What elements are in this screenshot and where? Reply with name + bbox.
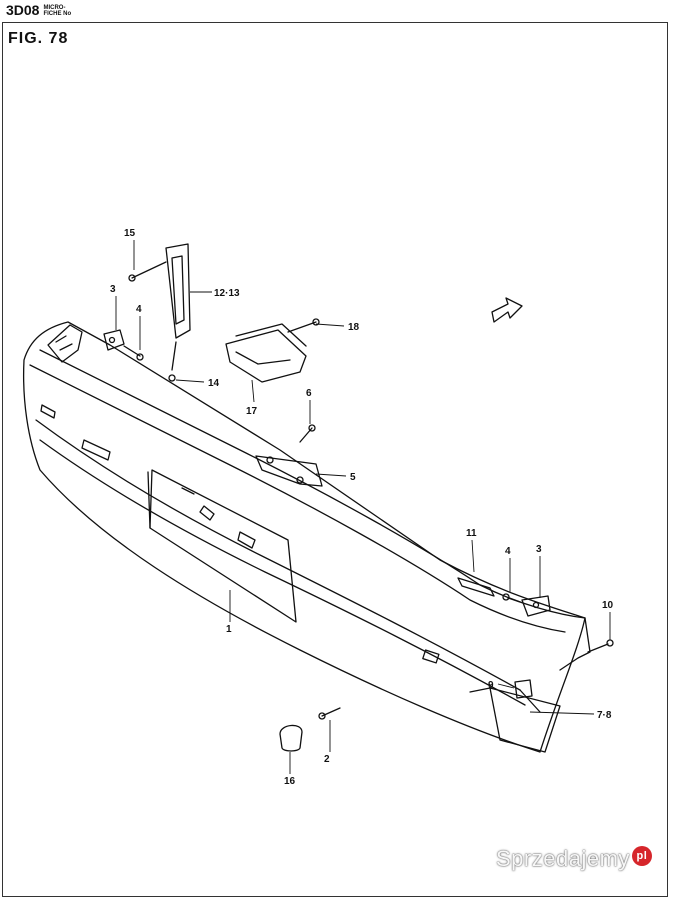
callout-1: 1 (226, 624, 232, 635)
slot-small (40, 404, 56, 419)
bolt-part4-lower (507, 597, 521, 603)
callout-4-lower: 4 (505, 546, 511, 557)
callout-labels: 15 12·13 3 4 18 14 17 6 5 11 4 3 10 1 9 … (110, 228, 614, 787)
bolt-part10 (587, 643, 609, 653)
bolt-part15 (131, 261, 167, 279)
bolt-part18 (287, 321, 317, 333)
bumper-top-edge (39, 349, 586, 619)
callout-3-upper: 3 (110, 284, 116, 295)
callout-18: 18 (348, 322, 360, 333)
callout-12-13: 12·13 (214, 288, 240, 299)
stay-part12-13 (165, 243, 191, 339)
callout-9: 9 (488, 680, 494, 691)
callout-10: 10 (602, 600, 614, 611)
micro-line2: FICHE No (43, 11, 72, 17)
callout-6: 6 (306, 388, 312, 399)
slot-left (81, 439, 111, 461)
callout-11: 11 (466, 528, 477, 539)
figure-title: FIG. 78 (8, 30, 69, 47)
callout-14: 14 (208, 378, 220, 389)
bracket-part3-upper (103, 329, 125, 351)
watermark-badge: pl (631, 846, 652, 866)
right-end-piece (489, 687, 561, 753)
microfiche-label: MICRO- FICHE No (43, 5, 71, 17)
bumper-outline (23, 321, 586, 753)
callout-7-8: 7·8 (597, 710, 612, 721)
callout-2: 2 (324, 754, 330, 765)
microfiche-code: 3D08 (6, 2, 40, 18)
bumper-groove (35, 419, 521, 691)
plug-part16 (279, 724, 303, 752)
callout-17: 17 (246, 406, 258, 417)
bumper-top-edge-2 (29, 364, 566, 633)
bolt-part4-upper (123, 345, 141, 357)
header: 3D08 MICRO- FICHE No (6, 2, 71, 18)
bracket-part3-lower (521, 595, 551, 617)
bracket-part5 (255, 455, 323, 487)
bumper-groove-2 (39, 439, 526, 706)
lamp-part17 (225, 329, 307, 383)
slot-lower (422, 649, 440, 664)
micro-line1: MICRO- (43, 5, 66, 11)
figure-frame (2, 22, 668, 897)
callout-5: 5 (350, 472, 356, 483)
left-corner-cap (47, 324, 83, 363)
callout-16: 16 (284, 776, 296, 787)
reflector-part11 (457, 577, 495, 597)
callout-3-lower: 3 (536, 544, 542, 555)
clip-part9 (514, 679, 533, 699)
bolt-part14 (171, 341, 177, 371)
callout-15: 15 (124, 228, 136, 239)
license-recess (149, 469, 297, 623)
callout-4-upper: 4 (136, 304, 142, 315)
watermark-text: Sprzedajemy (496, 846, 630, 871)
direction-arrow-icon (491, 297, 523, 323)
